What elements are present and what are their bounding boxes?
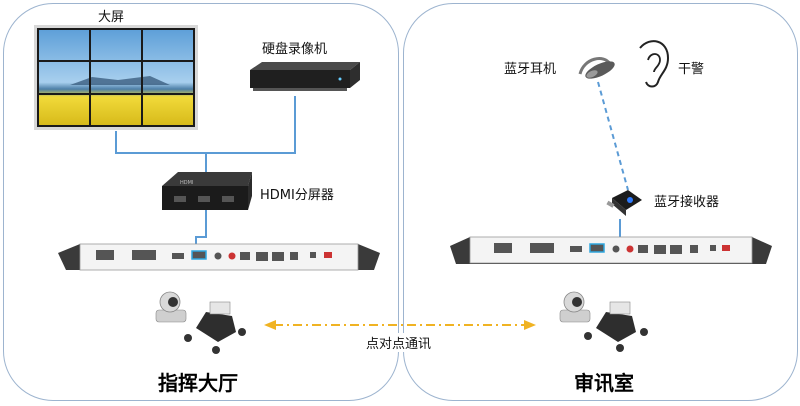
bluetooth-receiver-label: 蓝牙接收器 xyxy=(654,195,720,210)
p2p-arrow-left xyxy=(264,320,276,330)
bluetooth-link-line xyxy=(597,81,629,191)
p2p-link-label: 点对点通讯 xyxy=(364,333,434,352)
police-officer-label: 干警 xyxy=(678,62,705,77)
interrogation-room-title: 审讯室 xyxy=(574,371,634,395)
nvr-label: 硬盘录像机 xyxy=(262,42,328,57)
bluetooth-earphone-label: 蓝牙耳机 xyxy=(504,62,557,77)
hdmi-splitter-label: HDMI分屏器 xyxy=(260,188,334,203)
svg-text:HDMI: HDMI xyxy=(180,180,193,186)
p2p-arrow-right xyxy=(524,320,536,330)
command-hall-title: 指挥大厅 xyxy=(158,371,238,395)
video-wall-label: 大屏 xyxy=(98,10,125,25)
